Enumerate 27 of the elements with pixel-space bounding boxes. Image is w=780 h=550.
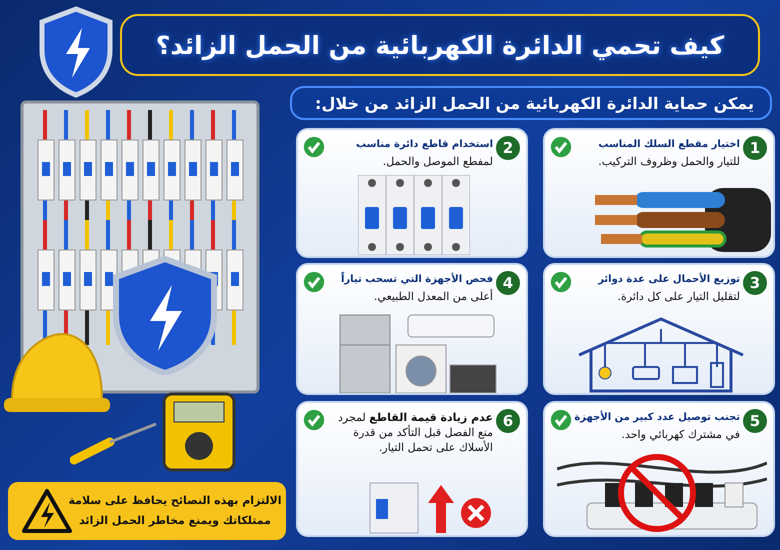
- step-number: 6: [496, 409, 520, 433]
- step-description: لتقليل التيار على كل دائرة.: [616, 289, 740, 304]
- tip-card: [543, 263, 775, 395]
- step-number: 4: [496, 271, 520, 295]
- step-description: عدم زيادة قيمة القاطع لمجرد منع الفصل قبل التأكد من قدرة الأسلاك على تحمل التيار.: [337, 410, 493, 455]
- step-description: أعلى من المعدل الطبيعي.: [372, 289, 493, 304]
- step-description: للتيار والحمل وظروف التركيب.: [597, 154, 740, 169]
- warning-box: [8, 482, 286, 540]
- step-number: 2: [496, 136, 520, 160]
- step-heading: توزيع الأحمال على عدة دوائر: [596, 272, 740, 287]
- title-banner: كيف تحمي الدائرة الكهربائية من الحمل الزائد؟: [120, 14, 760, 76]
- tip-card: [543, 128, 775, 258]
- step-heading: فحص الأجهزة التي تسحب تياراً: [325, 272, 493, 287]
- step-number: 1: [743, 136, 767, 160]
- step-number: 3: [743, 271, 767, 295]
- warning-text: الالتزام بهذه النصائح يحافظ على سلامة ممتلكاتك ويمنع مخاطر الحمل الزائد: [68, 493, 282, 529]
- tip-card: [296, 128, 528, 258]
- tip-card: [296, 401, 528, 537]
- tip-card: [543, 401, 775, 537]
- step-description: لمفطع الموصل والحمل.: [382, 154, 493, 169]
- step-heading: اختيار مقطع السلك المناسب: [597, 138, 740, 152]
- subtitle-banner: يمكن حماية الدائرة الكهربائية من الحمل الزائد من خلال:: [290, 86, 772, 120]
- tip-card: [296, 263, 528, 395]
- step-heading: تجنب توصيل عدد كبير من الأجهزة: [573, 410, 740, 425]
- step-description: في مشترك كهربائي واحد.: [620, 427, 740, 442]
- step-heading: استخدام قاطع دائرة مناسب: [355, 138, 493, 152]
- step-number: 5: [743, 409, 767, 433]
